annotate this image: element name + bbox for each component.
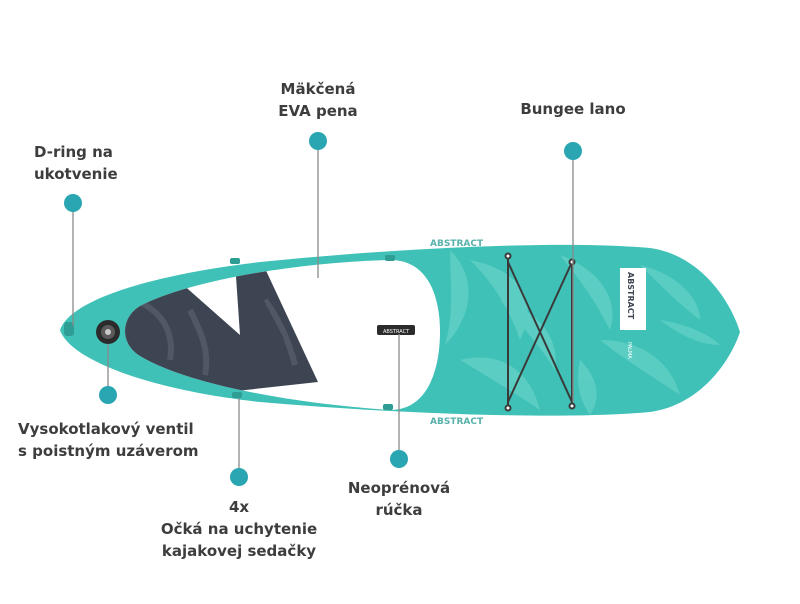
label-dring: D-ring na ukotvenie bbox=[34, 141, 144, 185]
label-bungee: Bungee lano bbox=[508, 98, 638, 120]
label-eva-foam: Mäkčená EVA pena bbox=[268, 78, 368, 122]
label-eva-line2: EVA pena bbox=[278, 102, 358, 120]
label-valve-line2: s poistným uzáverom bbox=[18, 442, 199, 460]
deck-chevron bbox=[125, 262, 318, 395]
nose-brand-text: ABSTRACT bbox=[626, 272, 635, 320]
valve-icon bbox=[96, 320, 120, 344]
label-dring-line2: ukotvenie bbox=[34, 165, 118, 183]
callout-dot-handle bbox=[390, 450, 408, 468]
label-valve-line1: Vysokotlakový ventil bbox=[18, 420, 194, 438]
label-eyelets-line3: kajakovej sedačky bbox=[161, 542, 317, 560]
callout-dot-eyelets bbox=[230, 468, 248, 486]
callout-dot-eva bbox=[309, 132, 327, 150]
callout-dot-bungee bbox=[564, 142, 582, 160]
rail-brand-top: ABSTRACT bbox=[430, 239, 484, 249]
bungee-cord bbox=[504, 252, 576, 412]
label-dring-line1: D-ring na bbox=[34, 143, 113, 161]
rail-brand-bottom: ABSTRACT bbox=[430, 417, 484, 427]
seat-eyelets bbox=[230, 255, 395, 410]
callout-dots bbox=[64, 132, 582, 486]
label-valve: Vysokotlakový ventil s poistným uzáverom bbox=[18, 418, 228, 462]
label-handle: Neoprénová rúčka bbox=[334, 477, 464, 521]
label-bungee-line1: Bungee lano bbox=[520, 100, 626, 118]
label-eyelets-line2: Očká na uchytenie bbox=[160, 520, 318, 538]
label-handle-line2: rúčka bbox=[375, 501, 423, 519]
label-handle-line1: Neoprénová bbox=[347, 479, 451, 497]
nose-model-text: PALMA bbox=[626, 342, 632, 359]
callout-dot-valve bbox=[99, 386, 117, 404]
callout-dot-dring bbox=[64, 194, 82, 212]
label-eva-line1: Mäkčená bbox=[280, 80, 356, 98]
label-eyelets-line1: 4x bbox=[228, 498, 250, 516]
neoprene-handle bbox=[377, 325, 415, 335]
handle-text: ABSTRACT bbox=[383, 329, 410, 335]
leaf-pattern bbox=[445, 250, 720, 415]
leader-lines bbox=[72, 148, 574, 470]
nose-logo-patch bbox=[620, 268, 646, 330]
label-eyelets: 4x Očká na uchytenie kajakovej sedačky bbox=[149, 496, 329, 562]
d-ring-icon bbox=[64, 322, 74, 336]
